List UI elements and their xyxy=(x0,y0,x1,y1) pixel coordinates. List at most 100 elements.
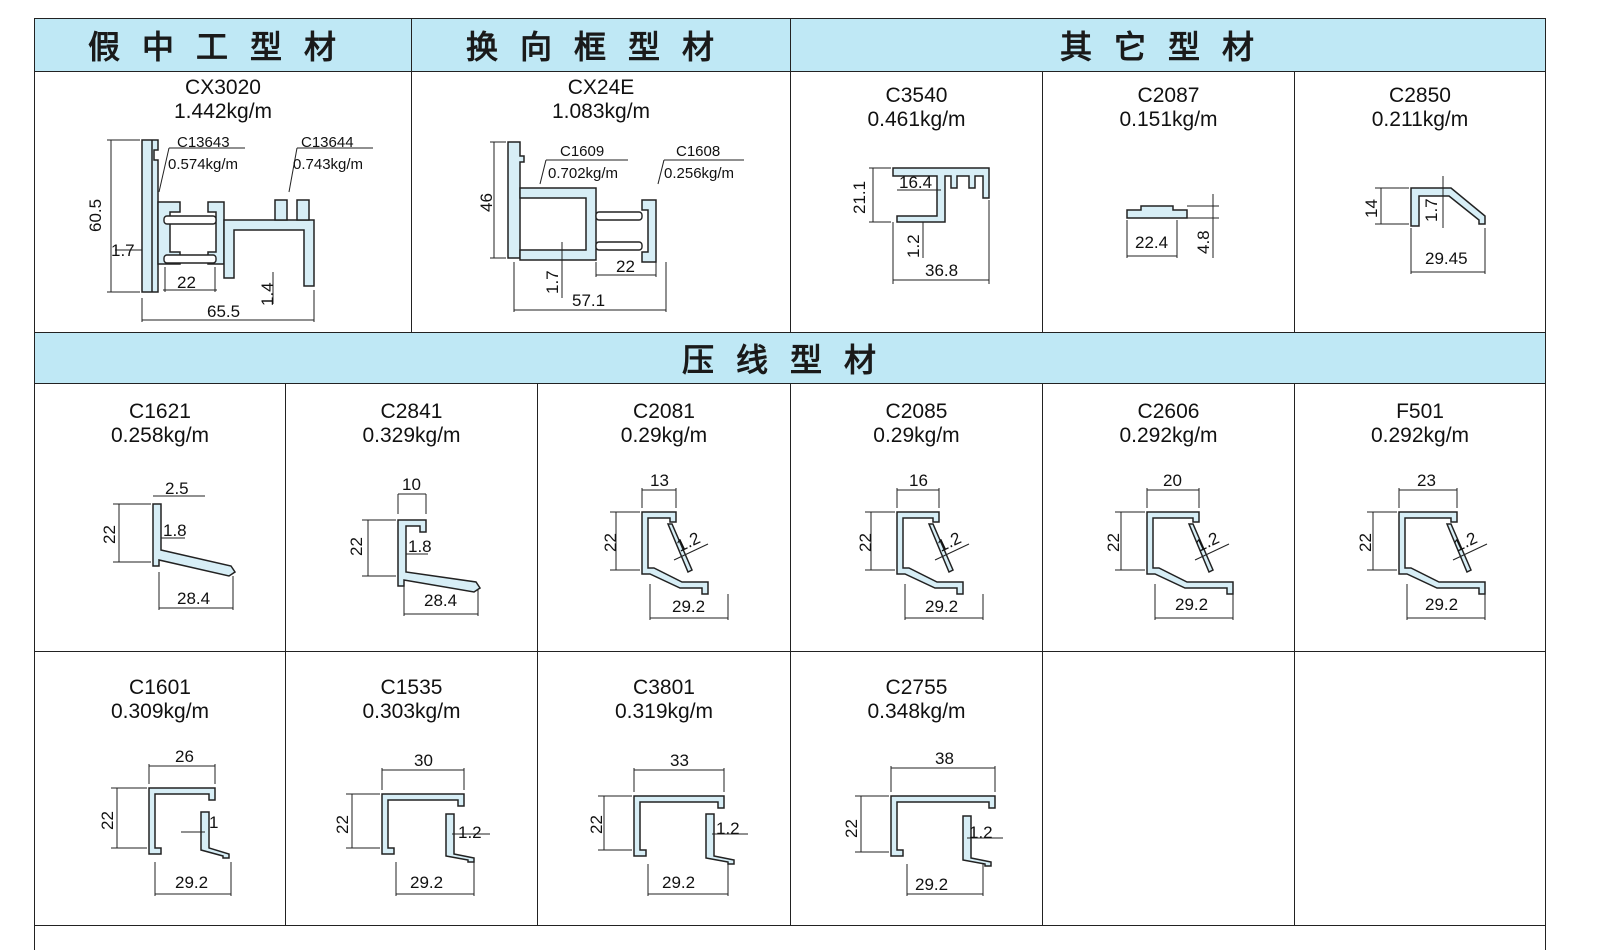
dim-label: 28.4 xyxy=(424,591,457,610)
dim-label: 4.8 xyxy=(1194,230,1213,254)
dim-label: 2.5 xyxy=(165,479,189,498)
sub-profile-name: C13643 xyxy=(177,134,230,151)
dim-label: 22 xyxy=(842,819,861,838)
profile-drawing: 22 33 1.2 29.2 xyxy=(587,751,748,896)
dim-label: 20 xyxy=(1163,471,1182,490)
dim-label: 26 xyxy=(175,747,194,766)
sub-profile-weight: 0.702kg/m xyxy=(548,165,618,182)
profile-cell-c2850: C2850 0.211kg/m 14 1.7 29.45 xyxy=(1295,72,1545,332)
header-other-text: 其它型材 xyxy=(1059,28,1276,66)
profile-cell-c2085: C2085 0.29kg/m 22 16 1.2 29.2 xyxy=(791,384,1042,651)
dim-label: 29.2 xyxy=(410,873,443,892)
sub-profile-weight: 0.574kg/m xyxy=(168,156,238,173)
profile-weight: 0.348kg/m xyxy=(867,700,966,723)
dim-label: 1.8 xyxy=(408,537,432,556)
profile-cell-c1601: C1601 0.309kg/m 22 26 1 29.2 xyxy=(35,652,285,925)
profile-name: C2085 xyxy=(885,400,948,423)
sub-profile-name: C1608 xyxy=(676,143,720,160)
dim-label: 1.7 xyxy=(111,241,135,260)
profile-drawing: 22 38 1.2 29.2 xyxy=(842,749,1003,896)
dim-label: 22 xyxy=(177,273,196,292)
divider xyxy=(1294,384,1295,925)
divider xyxy=(790,19,791,332)
divider xyxy=(1042,72,1043,332)
dim-label: 14 xyxy=(1362,199,1381,218)
dim-label: 29.2 xyxy=(1425,595,1458,614)
divider xyxy=(1042,384,1043,925)
profile-drawing: 22.4 4.8 xyxy=(1126,194,1219,258)
dim-label: 29.45 xyxy=(1425,249,1468,268)
profile-name: C2850 xyxy=(1389,84,1451,107)
dim-label: 1.2 xyxy=(716,819,740,838)
divider xyxy=(285,384,286,925)
dim-label: 22 xyxy=(587,815,606,834)
profile-cell-c2841: C2841 0.329kg/m 22 10 1.8 28.4 xyxy=(286,384,537,651)
dim-label: 60.5 xyxy=(86,199,105,232)
dim-label: 22 xyxy=(601,533,620,552)
dim-label: 29.2 xyxy=(1175,595,1208,614)
dim-label: 22 xyxy=(1356,533,1375,552)
dim-label: 30 xyxy=(414,751,433,770)
profile-weight: 0.151kg/m xyxy=(1119,108,1218,131)
dim-label: 1.2 xyxy=(935,528,964,555)
profile-name: C2606 xyxy=(1137,400,1200,423)
dim-label: 22.4 xyxy=(1135,233,1168,252)
profile-name: C3801 xyxy=(633,676,695,699)
header-fake-mullion-text: 假中工型材 xyxy=(87,28,358,66)
profile-drawing: 22 23 1.2 29.2 xyxy=(1356,471,1488,620)
profile-drawing: 60.5 1.7 22 1.4 65.5 C13643 0.574kg/m C1… xyxy=(86,134,373,322)
profile-cell-c3801: C3801 0.319kg/m 22 33 1.2 29.2 xyxy=(538,652,790,925)
profile-weight: 0.292kg/m xyxy=(1119,424,1218,447)
dim-label: 22 xyxy=(347,537,366,556)
profile-weight: 0.461kg/m xyxy=(867,108,966,131)
dim-label: 22 xyxy=(1104,533,1123,552)
profile-cell-cx3020: CX3020 1.442kg/m 60.5 1.7 22 1.4 65.5 xyxy=(35,72,411,332)
dim-label: 1.2 xyxy=(969,823,993,842)
divider xyxy=(411,19,412,332)
dim-label: 46 xyxy=(477,193,496,212)
profile-drawing: 22 2.5 1.8 28.4 xyxy=(100,479,237,610)
profile-weight: 0.211kg/m xyxy=(1371,108,1469,131)
profile-weight: 0.29kg/m xyxy=(620,424,708,447)
profile-name: CX3020 xyxy=(185,76,261,99)
dim-label: 29.2 xyxy=(662,873,695,892)
dim-label: 1.2 xyxy=(674,528,703,555)
profile-name: C2755 xyxy=(885,676,948,699)
dim-label: 36.8 xyxy=(925,261,958,280)
sub-profile-name: C13644 xyxy=(301,134,354,151)
divider xyxy=(790,384,791,925)
dim-label: 21.1 xyxy=(850,181,869,214)
profile-weight: 0.29kg/m xyxy=(873,424,960,447)
dim-label: 22 xyxy=(616,257,635,276)
header-bead-text: 压线型材 xyxy=(681,341,898,379)
profile-cell-cx24e: CX24E 1.083kg/m 46 22 1.7 57.1 C1609 0.7… xyxy=(412,72,790,332)
profile-cell-c2606: C2606 0.292kg/m 22 20 1.2 29.2 xyxy=(1043,384,1294,651)
dim-label: 22 xyxy=(100,525,119,544)
header-other: 其它型材 xyxy=(791,19,1545,72)
profile-name: C2841 xyxy=(380,400,443,423)
dim-label: 1.8 xyxy=(163,521,187,540)
profile-cell-c1535: C1535 0.303kg/m 22 30 1.2 29.2 xyxy=(286,652,537,925)
profile-drawing: 46 22 1.7 57.1 C1609 0.702kg/m C1608 0.2… xyxy=(477,141,744,312)
profile-name: F501 xyxy=(1396,400,1444,423)
dim-label: 16 xyxy=(909,471,928,490)
profile-name: C3540 xyxy=(885,84,948,107)
profile-name: C1621 xyxy=(129,400,191,423)
dim-label: 1.2 xyxy=(458,823,482,842)
profile-weight: 0.303kg/m xyxy=(362,700,461,723)
profile-drawing: 21.1 16.4 1.2 36.8 xyxy=(850,167,990,284)
profile-name: C2081 xyxy=(633,400,695,423)
profile-drawing: 22 10 1.8 28.4 xyxy=(347,475,482,616)
dim-label: 22 xyxy=(333,815,352,834)
profile-weight: 0.292kg/m xyxy=(1370,424,1470,447)
dim-label: 22 xyxy=(98,811,117,830)
profile-name: C1601 xyxy=(129,676,191,699)
dim-label: 22 xyxy=(856,533,875,552)
sub-profile-name: C1609 xyxy=(560,143,604,160)
profile-drawing: 22 13 1.2 29.2 xyxy=(601,471,729,620)
divider xyxy=(537,384,538,925)
dim-label: 33 xyxy=(670,751,689,770)
dim-label: 1 xyxy=(209,813,218,832)
dim-label: 29.2 xyxy=(925,597,958,616)
header-fake-mullion: 假中工型材 xyxy=(35,19,411,72)
